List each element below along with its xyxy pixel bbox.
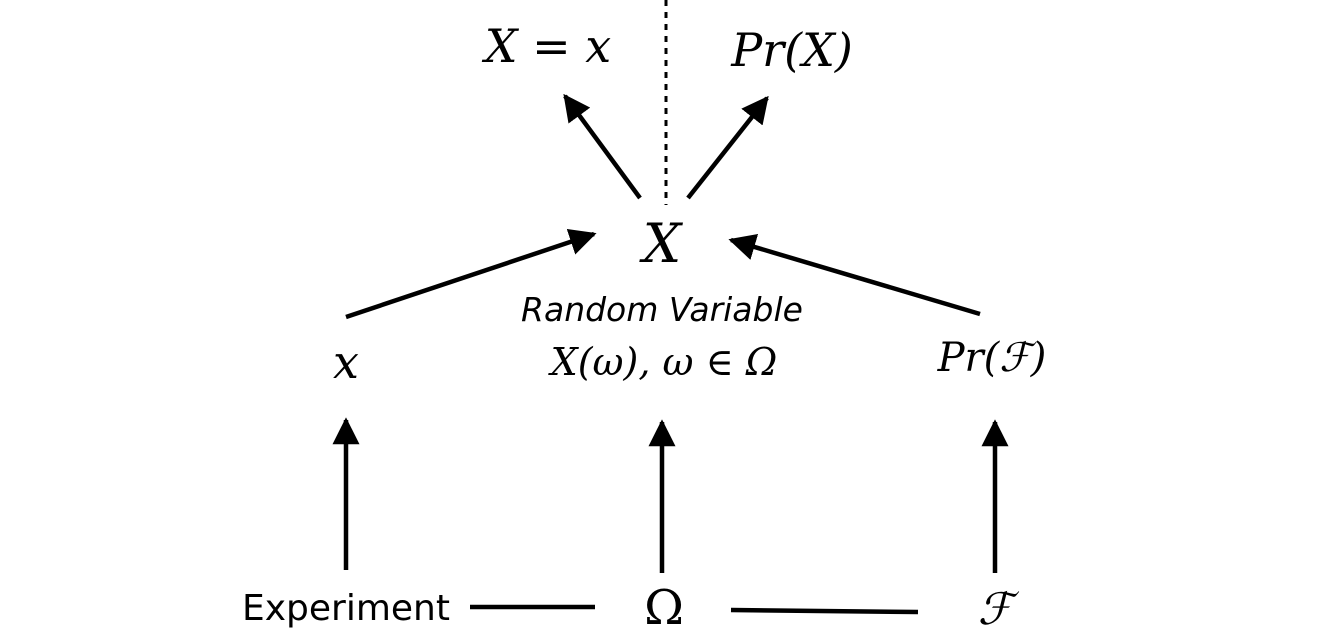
sample-space-label: Ω — [644, 580, 684, 636]
random-variable-definition: X(ω), ω ∈ Ω — [548, 340, 778, 384]
arrow-x-to-pr-x — [686, 95, 769, 200]
pr-x-label: Pr(X) — [730, 23, 853, 77]
x-equals-x-label: X = x — [482, 19, 612, 73]
outcome-label: x — [333, 335, 359, 389]
experiment-label: Experiment — [242, 588, 450, 629]
omega-to-field-connector — [730, 607, 919, 615]
random-variable-caption: Random Variable — [521, 290, 803, 329]
arrow-pr-field-to-x — [728, 233, 981, 317]
field-label: ℱ — [978, 584, 1020, 635]
random-variable-symbol: X — [639, 212, 684, 275]
arrow-outcome-to-x — [345, 228, 597, 320]
pr-field-label: Pr(ℱ) — [937, 335, 1047, 381]
arrow-x-to-x-equals — [563, 93, 642, 200]
